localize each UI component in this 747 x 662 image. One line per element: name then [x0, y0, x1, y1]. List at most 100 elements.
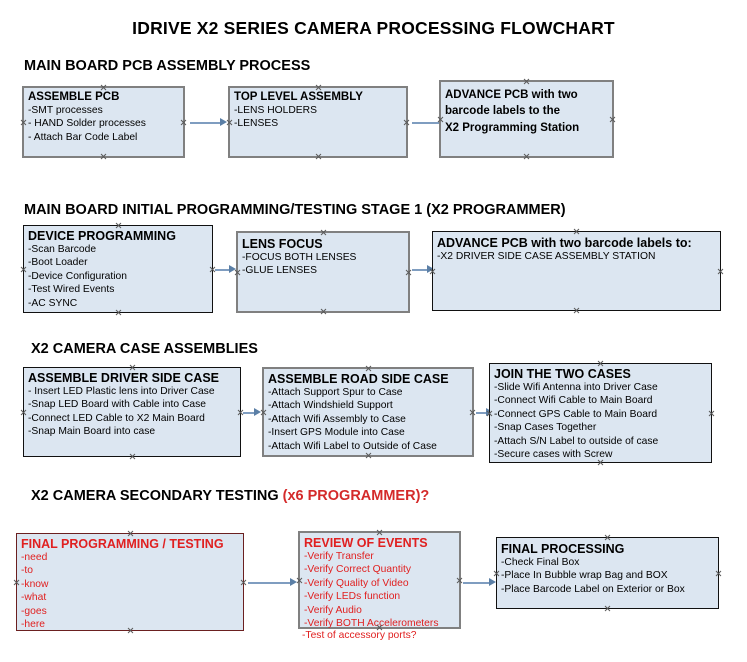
list-item: -Place Barcode Label on Exterior or Box: [501, 583, 685, 595]
list-item: -AC SYNC: [28, 297, 78, 309]
node-final-programming-testing[interactable]: FINAL PROGRAMMING / TESTING -need -to -k…: [16, 533, 244, 631]
connector-handle-bottom[interactable]: [365, 452, 372, 459]
list-item: -Attach Support Spur to Case: [268, 387, 403, 398]
list-item: -FOCUS BOTH LENSES: [242, 252, 357, 263]
list-item: -Verify Transfer: [304, 551, 374, 562]
node-item-list: -Verify Transfer -Verify Correct Quantit…: [304, 550, 459, 630]
list-item: -Snap Main Board into case: [28, 426, 156, 438]
node-header: FINAL PROGRAMMING / TESTING: [21, 537, 224, 551]
list-item: -Connect GPS Cable to Main Board: [494, 408, 658, 420]
list-item: -Insert GPS Module into Case: [268, 427, 405, 439]
node-item-list: -LENS HOLDERS -LENSES: [234, 104, 406, 131]
section-title-text: X2 CAMERA SECONDARY TESTING: [31, 488, 283, 504]
section-title-secondary-testing: X2 CAMERA SECONDARY TESTING (x6 PROGRAMM…: [31, 488, 429, 504]
node-line-1: ADVANCE PCB with two: [445, 89, 578, 101]
arrow-device-to-lens-focus: [215, 265, 236, 274]
node-assemble-road-side-case[interactable]: ASSEMBLE ROAD SIDE CASE -Attach Support …: [262, 367, 474, 457]
list-item: -Attach Wifi Assembly to Case: [268, 413, 406, 425]
page-title: IDRIVE X2 SERIES CAMERA PROCESSING FLOWC…: [132, 18, 615, 38]
node-item-list: -SMT processes - HAND Solder processes -…: [28, 104, 183, 144]
connector-handle-bottom[interactable]: [129, 453, 136, 460]
list-item: -Verify Quality of Video: [304, 577, 409, 589]
list-item: -Snap Cases Together: [494, 422, 597, 434]
node-header: DEVICE PROGRAMMING: [28, 229, 176, 243]
review-of-events-overflow-item: -Test of accessory ports?: [302, 630, 417, 641]
node-item-list: -need -to -know -what -goes -here: [21, 551, 243, 631]
connector-handle-bottom[interactable]: [320, 308, 327, 315]
node-header: ASSEMBLE ROAD SIDE CASE: [268, 372, 449, 386]
node-top-level-assembly[interactable]: TOP LEVEL ASSEMBLY -LENS HOLDERS -LENSES: [228, 86, 408, 158]
list-item: - Attach Bar Code Label: [28, 131, 138, 143]
list-item: -Scan Barcode: [28, 244, 97, 255]
list-item: -Slide Wifi Antenna into Driver Case: [494, 382, 658, 393]
node-advance-pcb-driver-case[interactable]: ADVANCE PCB with two barcode labels to: …: [432, 231, 721, 311]
node-header: REVIEW OF EVENTS: [304, 536, 428, 550]
list-item: - Insert LED Plastic lens into Driver Ca…: [28, 386, 215, 397]
list-item: -X2 DRIVER SIDE CASE ASSEMBLY STATION: [437, 251, 656, 262]
list-item: -Attach Wifi Label to Outside of Case: [268, 440, 437, 452]
node-advance-pcb-programming-station[interactable]: ADVANCE PCB with two barcode labels to t…: [439, 80, 614, 158]
list-item: -Test Wired Events: [28, 284, 115, 296]
node-item-list: - Insert LED Plastic lens into Driver Ca…: [28, 385, 240, 439]
node-final-processing[interactable]: FINAL PROCESSING -Check Final Box -Place…: [496, 537, 719, 609]
node-header: ADVANCE PCB with two barcode labels to:: [437, 236, 692, 250]
node-assemble-driver-side-case[interactable]: ASSEMBLE DRIVER SIDE CASE - Insert LED P…: [23, 367, 241, 457]
arrow-lens-focus-to-advance: [412, 265, 434, 274]
list-item: -Verify Correct Quantity: [304, 564, 412, 576]
node-header: LENS FOCUS: [242, 237, 323, 251]
connector-handle-bottom[interactable]: [573, 307, 580, 314]
node-header: JOIN THE TWO CASES: [494, 367, 631, 381]
node-item-list: -Scan Barcode -Boot Loader -Device Confi…: [28, 243, 212, 310]
list-item: -Snap LED Board with Cable into Case: [28, 399, 207, 411]
connector-handle-bottom[interactable]: [100, 153, 107, 160]
connector-handle-right[interactable]: [717, 268, 724, 275]
node-item-list: -Check Final Box -Place In Bubble wrap B…: [501, 556, 718, 596]
node-line-2: barcode labels to the: [445, 105, 561, 118]
list-item: -Attach Windshield Support: [268, 400, 393, 412]
list-item: -what: [21, 592, 47, 604]
section-title-pcb-assembly: MAIN BOARD PCB ASSEMBLY PROCESS: [24, 58, 311, 74]
node-header: ASSEMBLE PCB: [28, 91, 120, 103]
arrow-final-prog-to-review: [248, 578, 297, 587]
node-item-list: -FOCUS BOTH LENSES -GLUE LENSES: [242, 251, 408, 278]
list-item: -to: [21, 565, 34, 577]
list-item: -Connect LED Cable to X2 Main Board: [28, 412, 205, 424]
list-item: -Place In Bubble wrap Bag and BOX: [501, 570, 668, 582]
section-title-case-assemblies: X2 CAMERA CASE ASSEMBLIES: [31, 341, 258, 357]
list-item: -LENS HOLDERS: [234, 104, 317, 116]
node-header: TOP LEVEL ASSEMBLY: [234, 91, 363, 103]
list-item: -Check Final Box: [501, 557, 580, 568]
list-item: - HAND Solder processes: [28, 118, 146, 130]
list-item: -Verify BOTH Accelerometers: [304, 617, 439, 629]
section-title-initial-programming: MAIN BOARD INITIAL PROGRAMMING/TESTING S…: [24, 202, 566, 218]
list-item: -here: [21, 618, 46, 630]
list-item: -need: [21, 552, 48, 563]
list-item: -Secure cases with Screw: [494, 448, 613, 460]
connector-handle-bottom[interactable]: [523, 153, 530, 160]
list-item: -GLUE LENSES: [242, 265, 317, 277]
list-item: -Verify LEDs function: [304, 591, 401, 603]
node-item-list: -Slide Wifi Antenna into Driver Case -Co…: [494, 381, 711, 461]
arrow-driver-to-road-case: [243, 408, 261, 417]
node-item-list: -X2 DRIVER SIDE CASE ASSEMBLY STATION: [437, 250, 720, 263]
node-item-list: -Attach Support Spur to Case -Attach Win…: [268, 386, 472, 453]
node-line-3: X2 Programming Station: [445, 121, 580, 134]
node-device-programming[interactable]: DEVICE PROGRAMMING -Scan Barcode -Boot L…: [23, 225, 213, 313]
arrow-review-to-final-processing: [463, 578, 496, 587]
node-join-the-two-cases[interactable]: JOIN THE TWO CASES -Slide Wifi Antenna i…: [489, 363, 712, 463]
list-item: -LENSES: [234, 118, 279, 130]
node-header: ASSEMBLE DRIVER SIDE CASE: [28, 371, 220, 385]
connector-handle-bottom[interactable]: [604, 605, 611, 612]
connector-handle-bottom[interactable]: [115, 309, 122, 316]
node-review-of-events[interactable]: REVIEW OF EVENTS -Verify Transfer -Verif…: [298, 531, 461, 629]
list-item: -Connect Wifi Cable to Main Board: [494, 395, 653, 407]
node-assemble-pcb[interactable]: ASSEMBLE PCB -SMT processes - HAND Solde…: [22, 86, 185, 158]
list-item: -Attach S/N Label to outside of case: [494, 435, 659, 447]
list-item: -goes: [21, 605, 47, 617]
node-header: FINAL PROCESSING: [501, 542, 625, 556]
list-item: -know: [21, 578, 49, 590]
node-lens-focus[interactable]: LENS FOCUS -FOCUS BOTH LENSES -GLUE LENS…: [236, 231, 410, 313]
list-item: -Verify Audio: [304, 604, 362, 616]
connector-handle-bottom[interactable]: [315, 153, 322, 160]
